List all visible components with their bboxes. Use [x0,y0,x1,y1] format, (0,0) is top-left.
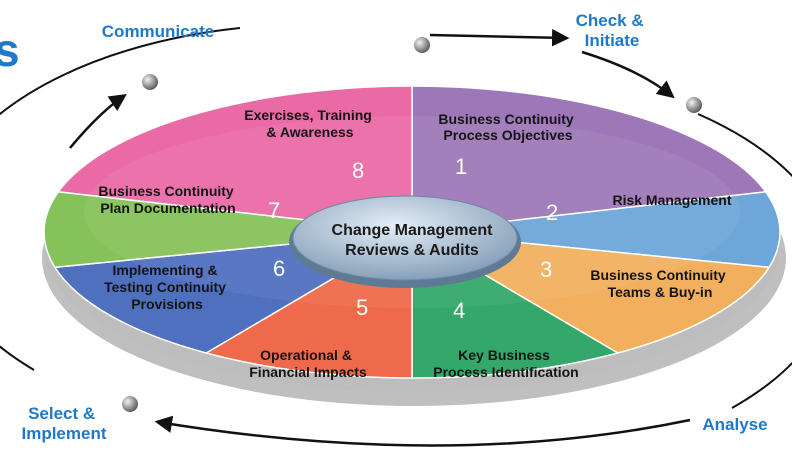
phase-select-implement-label: Select & Implement [21,404,106,443]
phase-marker-ball-right [686,97,702,113]
phase-check-initiate-label: Check & Initiate [576,11,649,50]
segment-2-label-line-1: Risk Management [612,192,731,208]
segment-1-label-line-1: Business Continuity [438,111,574,127]
segment-6-label-line-2: Testing Continuity [104,279,226,295]
segment-4-label-line-1: Key Business [458,347,550,363]
segment-7-number: 7 [268,198,280,223]
phase-marker-ball-left [142,74,158,90]
outer-cycle-ring [0,27,792,447]
segment-8 [56,85,413,233]
segment-2 [411,191,781,269]
phase-communicate-line-1: Communicate [102,22,214,41]
segment-3-label-line-2: Teams & Buy-in [608,284,713,300]
segment-5-label: Operational & Financial Impacts [249,347,367,380]
hub: Change Management Reviews & Audits [289,195,521,288]
segment-7-label-line-1: Business Continuity [98,183,234,199]
segment-4-label: Key Business Process Identification [433,347,578,380]
segment-1-label-line-2: Process Objectives [443,127,572,143]
page-title-fragment: s [0,24,20,76]
segment-numbers: 1 2 3 4 5 6 7 8 [268,154,558,323]
segment-8-label-line-1: Exercises, Training [244,107,372,123]
segment-5-label-line-1: Operational & [260,347,352,363]
segment-1-number: 1 [455,154,467,179]
phase-select-implement-line-2: Implement [21,424,106,443]
segment-2-number: 2 [546,200,558,225]
phase-check-initiate-line-1: Check & [576,11,644,30]
segment-labels: Business Continuity Process Objectives R… [98,107,731,380]
phase-analyse-line-1: Analyse [702,415,767,434]
segment-7-label: Business Continuity Plan Documentation [98,183,237,216]
segment-4-label-line-2: Process Identification [433,364,578,380]
segment-5-label-line-2: Financial Impacts [249,364,367,380]
segment-3-label-line-1: Business Continuity [590,267,726,283]
segment-6-label-line-1: Implementing & [113,262,218,278]
segment-3-label: Business Continuity Teams & Buy-in [590,267,729,300]
segment-2-label: Risk Management [612,192,731,208]
segment-4-number: 4 [453,298,465,323]
segment-5-number: 5 [356,295,368,320]
phase-check-initiate-line-2: Initiate [585,31,640,50]
segment-7 [43,191,413,269]
hub-label-line-2: Reviews & Audits [345,242,479,259]
phase-marker-ball-top [414,37,430,53]
segment-1 [411,85,768,233]
segment-7-label-line-2: Plan Documentation [100,200,235,216]
segment-6-label-line-3: Provisions [131,296,203,312]
segment-8-label-line-2: & Awareness [266,124,353,140]
segment-1-label: Business Continuity Process Objectives [438,111,577,143]
segment-6-number: 6 [273,256,285,281]
segment-8-label: Exercises, Training & Awareness [244,107,376,140]
segment-3-number: 3 [540,257,552,282]
segment-6-label: Implementing & Testing Continuity Provis… [104,262,230,312]
phase-communicate-label: Communicate [102,22,214,41]
hub-label-line-1: Change Management [332,222,494,239]
phase-select-implement-line-1: Select & [28,404,95,423]
segment-8-number: 8 [352,158,364,183]
phase-marker-ball-bottom [122,396,138,412]
phase-analyse-label: Analyse [702,415,767,434]
